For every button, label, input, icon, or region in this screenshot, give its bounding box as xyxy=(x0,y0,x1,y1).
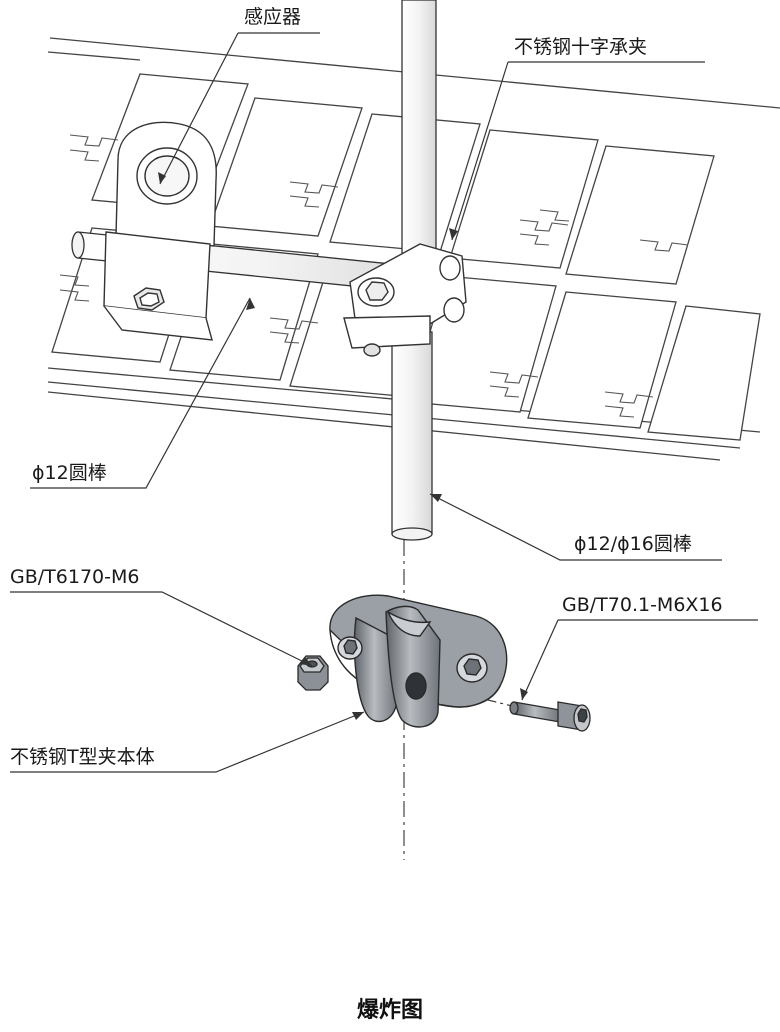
chain-hinge-tabs xyxy=(59,134,689,418)
label-nut: GB/T6170-M6 xyxy=(10,566,140,588)
label-cross-clamp: 不锈钢十字承夹 xyxy=(514,36,648,58)
label-t-clamp-body: 不锈钢T型夹本体 xyxy=(10,746,155,768)
leader-lines xyxy=(10,32,758,773)
cap-screw xyxy=(509,701,591,732)
label-sensor: 感应器 xyxy=(244,6,302,28)
vertical-rod xyxy=(391,0,437,541)
label-rod-12-16: ϕ12/ϕ16圆棒 xyxy=(574,533,692,555)
diagram-caption: 爆炸图 xyxy=(356,998,423,1023)
cross-clamp-assembled xyxy=(343,243,467,357)
t-clamp-body xyxy=(329,594,508,728)
label-rod-12: ϕ12圆棒 xyxy=(32,462,107,484)
label-screw: GB/T70.1-M6X16 xyxy=(562,594,723,616)
leader-arrowheads xyxy=(158,172,528,720)
sensor-bracket xyxy=(103,121,217,341)
